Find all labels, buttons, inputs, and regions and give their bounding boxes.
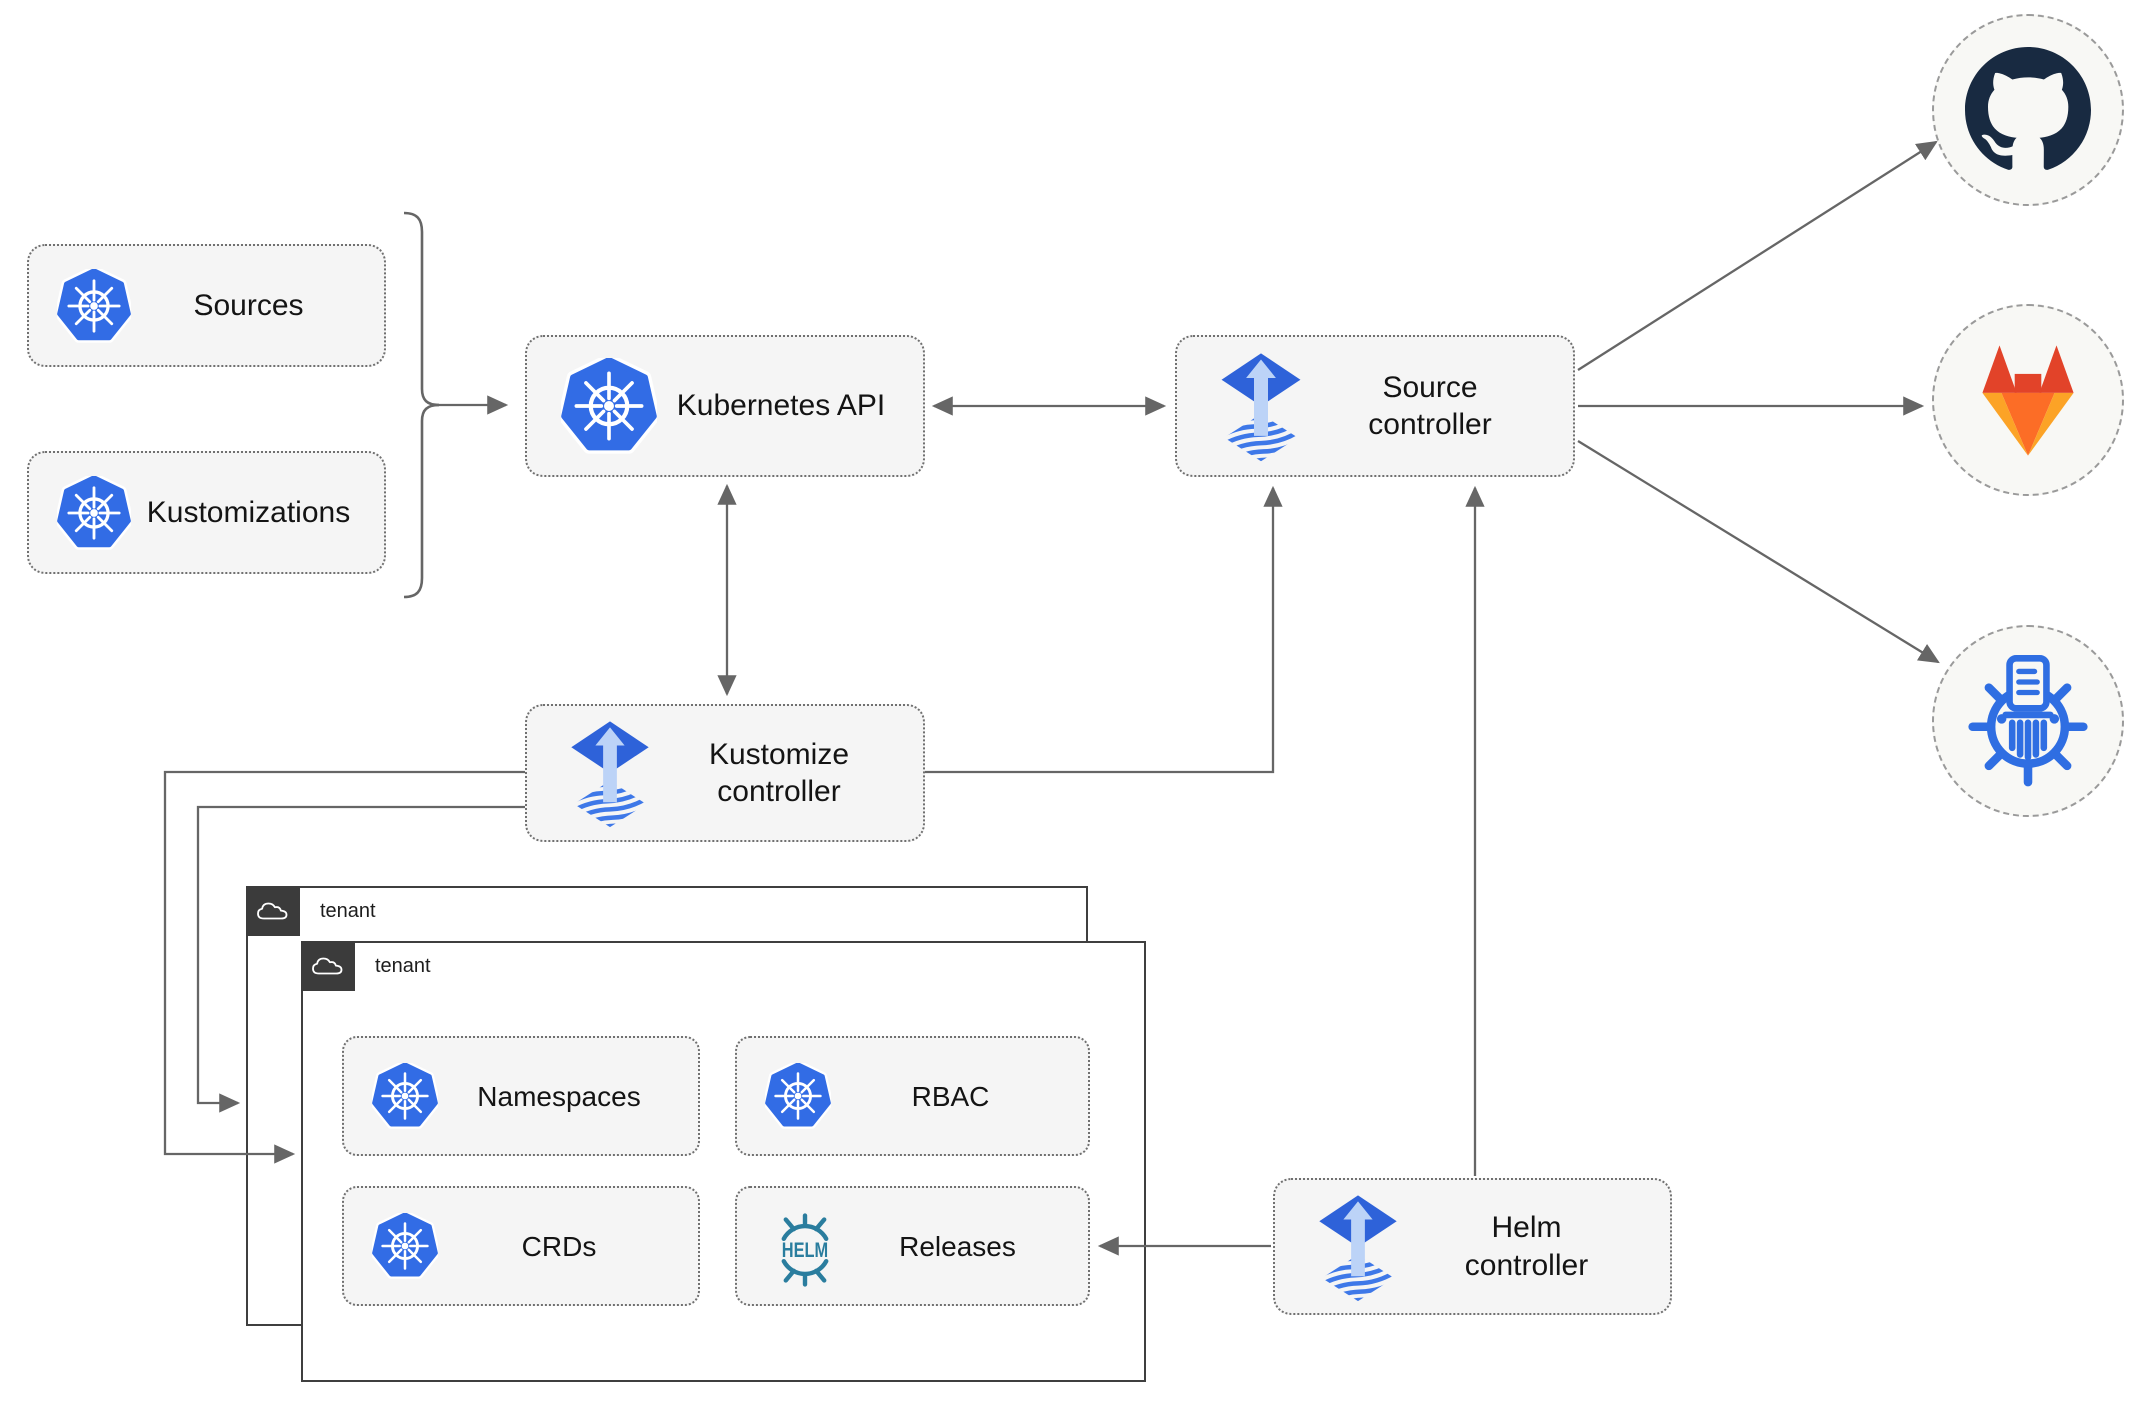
tenant-label: tenant [320,900,376,922]
kubernetes-icon [57,269,131,343]
tenant-box-front: tenant [301,941,1146,1382]
edge-sourcectrl-github [1577,140,1938,371]
node-label: Kustomize controller [708,737,850,809]
tenant-badge [246,886,300,936]
node-crds: CRDs [342,1186,700,1306]
node-source-controller: Source controller [1175,335,1575,477]
node-label: Source controller [1368,370,1492,442]
tenant-label: tenant [375,955,431,977]
helm-icon [765,1202,845,1290]
node-namespaces: Namespaces [342,1036,700,1156]
node-label: Kustomizations [146,495,351,529]
endpoint-chartmuseum [1932,625,2124,817]
node-label: CRDs [521,1230,597,1262]
cloud-icon [310,953,346,979]
node-label: Helm controller [1464,1211,1589,1282]
node-releases: Releases [735,1186,1090,1306]
bracket [403,211,440,407]
node-helm-controller: Helm controller [1273,1178,1672,1315]
node-sources: Sources [27,244,386,367]
edge-kustomizectrl-sourcectrl [925,485,1283,774]
node-kustomizations: Kustomizations [27,451,386,574]
node-label: Releases [899,1230,1016,1262]
github-icon [1965,47,2091,173]
node-kubernetes-api: Kubernetes API [525,335,925,477]
node-label: Sources [193,288,304,322]
node-label: Namespaces [477,1080,641,1112]
kubernetes-icon [372,1213,438,1279]
node-label: RBAC [911,1080,990,1112]
endpoint-gitlab [1932,304,2124,496]
kubernetes-icon [561,358,657,454]
kubernetes-icon [57,476,131,550]
tenant-badge [301,941,355,991]
endpoint-github [1932,14,2124,206]
bracket [403,403,440,599]
gitlab-icon [1952,334,2104,467]
flux-icon [567,717,653,829]
node-kustomize-controller: Kustomize controller [525,704,925,842]
node-label: Kubernetes API [676,389,886,423]
chartmuseum-icon [1962,653,2094,790]
node-rbac: RBAC [735,1036,1090,1156]
edge-sourcectrl-chartmuseum [1577,440,1940,664]
flux-icon [1315,1191,1401,1303]
flux-icon [1217,349,1305,463]
kubernetes-icon [765,1063,831,1129]
cloud-icon [255,898,291,924]
kubernetes-icon [372,1063,438,1129]
